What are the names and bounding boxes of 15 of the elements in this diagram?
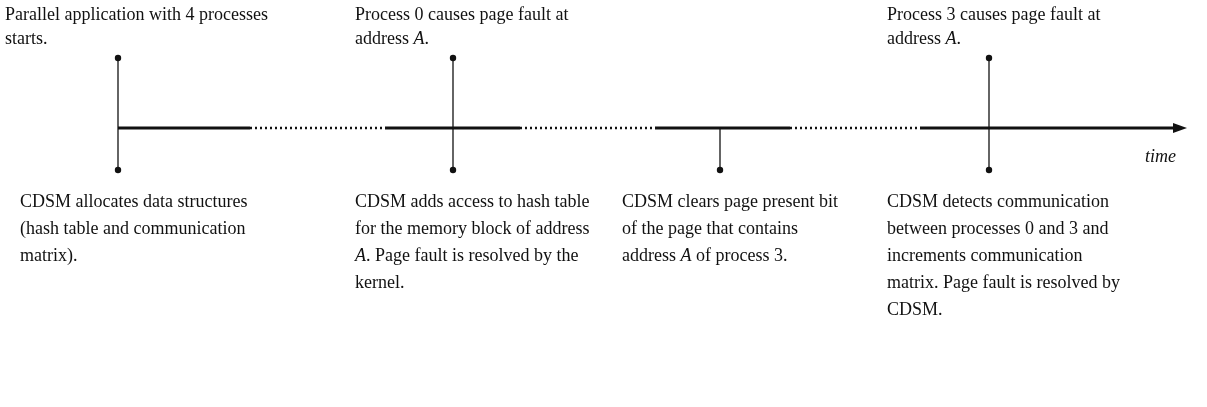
event-text: Process 0 causes page fault at address A. [355, 2, 615, 50]
event-text: CDSM detects communication between processes 0 and 3 and increments communication matrix. Page fault is resolved by CDSM. [887, 188, 1127, 323]
event-text: Process 3 causes page fault at address A. [887, 2, 1147, 50]
leader-line [449, 127, 457, 174]
event-text: CDSM allocates data structures (hash table and communication matrix). [20, 188, 265, 269]
event-text: Parallel application with 4 processes starts. [5, 2, 275, 50]
leader-line [985, 54, 993, 129]
event-text: CDSM clears page present bit of the page that contains address A of process 3. [622, 188, 852, 269]
leader-line [114, 127, 122, 174]
event-text: CDSM adds access to hash table for the memory block of address A. Page fault is resolved by the kernel. [355, 188, 600, 296]
leader-line [449, 54, 457, 129]
axis-label: time [1145, 146, 1176, 167]
leader-line [716, 127, 724, 174]
leader-line [114, 54, 122, 129]
leader-line [985, 127, 993, 174]
